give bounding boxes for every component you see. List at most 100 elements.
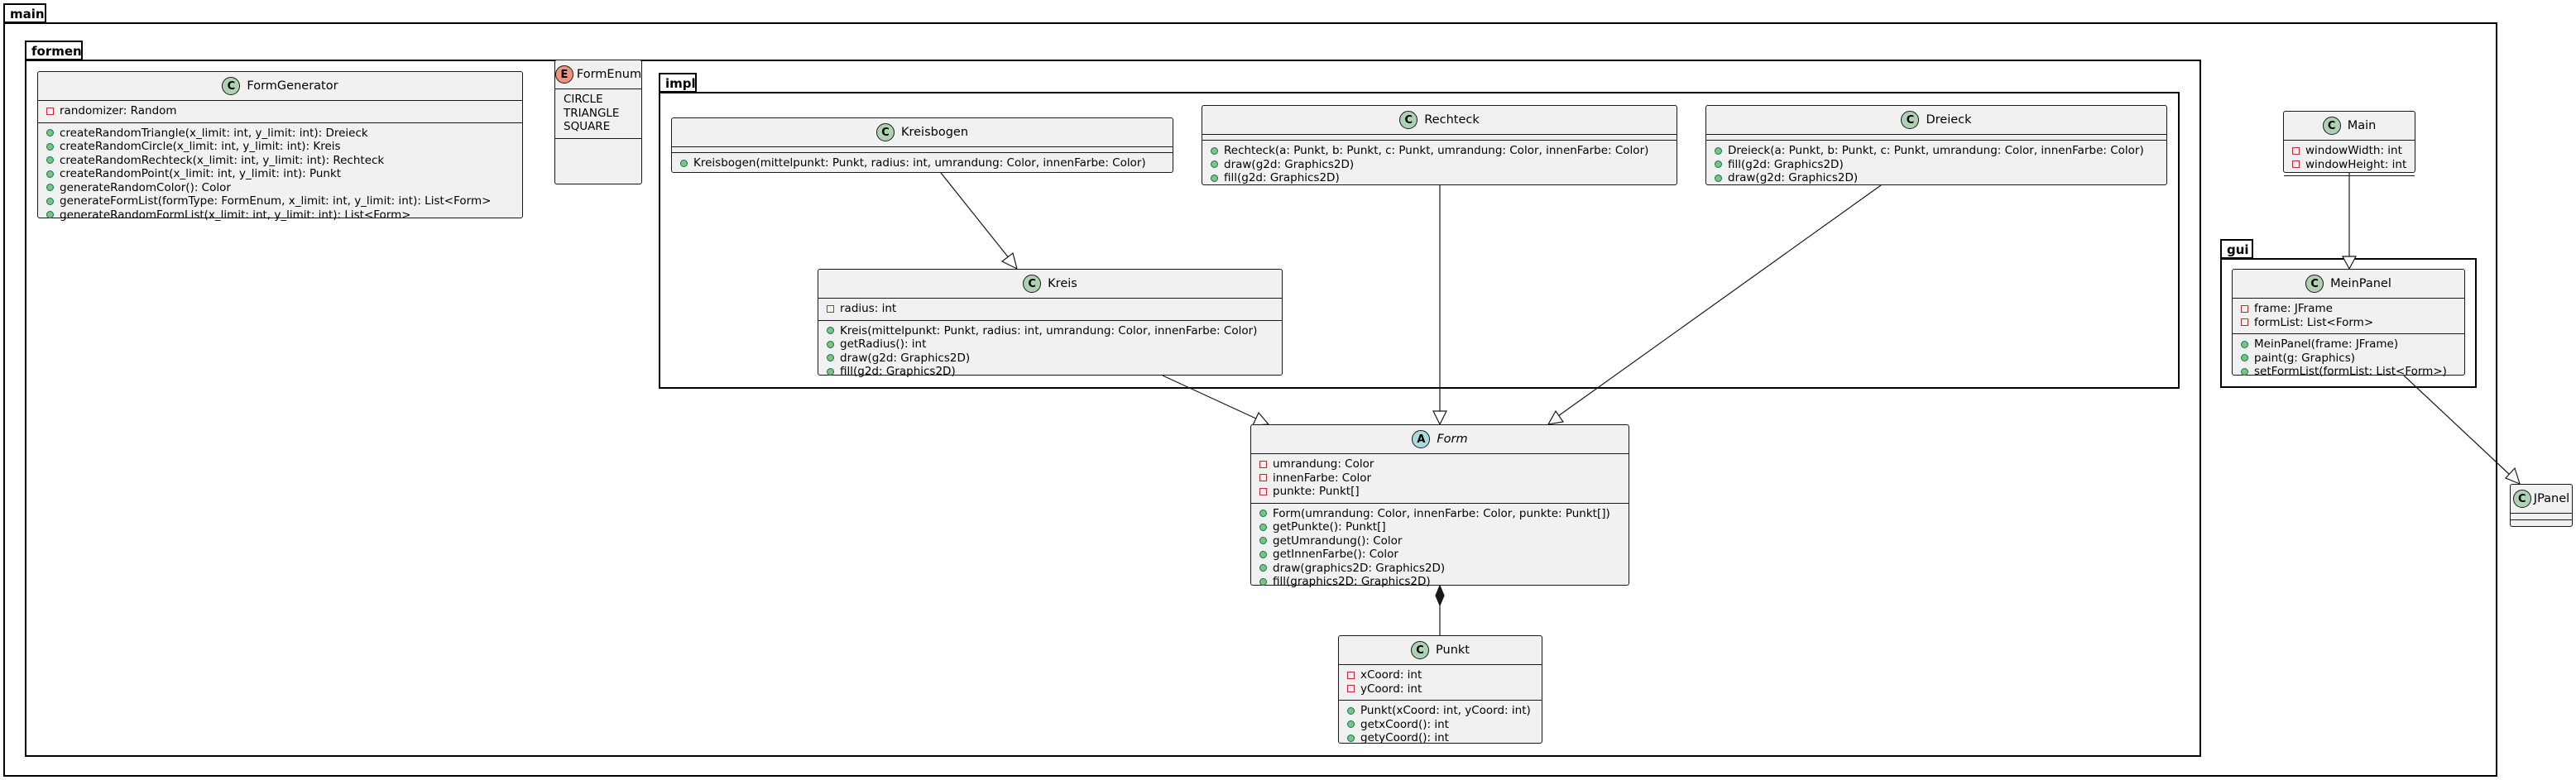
public-icon xyxy=(1347,720,1355,729)
class-formenum[interactable]: E FormEnum CIRCLE TRIANGLE SQUARE xyxy=(554,60,642,184)
empty-attributes-section xyxy=(2511,514,2572,520)
public-icon xyxy=(827,327,834,335)
private-icon xyxy=(1347,685,1355,693)
class-punkt[interactable]: C Punkt xCoord: int yCoord: int Punkt(xC… xyxy=(1338,635,1542,744)
method-row: Kreis(mittelpunkt: Punkt, radius: int, u… xyxy=(827,324,1275,338)
method-row: Form(umrandung: Color, innenFarbe: Color… xyxy=(1259,507,1622,521)
methods-section: Dreieck(a: Punkt, b: Punkt, c: Punkt, um… xyxy=(1706,141,2166,189)
public-icon xyxy=(46,211,54,219)
class-kreis[interactable]: C Kreis radius: int Kreis(mittelpunkt: P… xyxy=(818,269,1283,378)
attributes-section: windowWidth: int windowHeight: int xyxy=(2284,141,2415,176)
class-header: C FormGenerator xyxy=(38,72,522,101)
edge-meinpanel-jpanel xyxy=(2403,375,2511,476)
class-stereotype-icon: C xyxy=(222,77,241,95)
arrowhead-form-from-kreis xyxy=(1252,411,1270,426)
class-name: MeinPanel xyxy=(2330,277,2391,290)
class-stereotype-icon: C xyxy=(1023,275,1042,293)
private-icon xyxy=(2241,318,2248,327)
class-meinpanel[interactable]: C MeinPanel frame: JFrame formList: List… xyxy=(2232,269,2465,378)
method-row: draw(g2d: Graphics2D) xyxy=(827,352,1275,366)
class-name: Main xyxy=(2347,119,2377,132)
empty-section xyxy=(555,139,641,155)
private-icon xyxy=(1259,487,1267,495)
public-icon xyxy=(1211,160,1218,169)
method-row: createRandomPoint(x_limit: int, y_limit:… xyxy=(46,167,516,181)
empty-methods-section xyxy=(2511,520,2572,526)
class-stereotype-icon: C xyxy=(1411,641,1430,659)
empty-attributes-section xyxy=(1706,135,2166,141)
public-icon xyxy=(1211,174,1218,182)
abstract-stereotype-icon: A xyxy=(1412,430,1431,448)
attributes-section: xCoord: int yCoord: int xyxy=(1339,665,1542,701)
class-jpanel[interactable]: C JPanel xyxy=(2510,484,2573,527)
class-dreieck[interactable]: C Dreieck Dreieck(a: Punkt, b: Punkt, c:… xyxy=(1705,105,2167,185)
method-row: draw(graphics2D: Graphics2D) xyxy=(1259,562,1622,576)
class-stereotype-icon: C xyxy=(2512,490,2531,508)
enum-value: CIRCLE xyxy=(564,93,603,106)
attribute-row: xCoord: int xyxy=(1347,668,1535,682)
class-name: Rechteck xyxy=(1424,113,1480,127)
class-header: A Form xyxy=(1251,425,1629,454)
public-icon xyxy=(827,340,834,348)
methods-section: createRandomTriangle(x_limit: int, y_lim… xyxy=(38,123,522,227)
composition-diamond xyxy=(1435,584,1445,607)
class-name: Form xyxy=(1437,433,1468,446)
class-main[interactable]: C Main windowWidth: int windowHeight: in… xyxy=(2283,111,2415,176)
edge-kreis-form xyxy=(1162,375,1259,420)
class-header: C JPanel xyxy=(2511,485,2572,514)
arrowhead-form-from-dreieck xyxy=(1547,409,1565,425)
class-header: E FormEnum xyxy=(554,60,641,89)
enum-value: SQUARE xyxy=(564,120,611,133)
methods-section: Form(umrandung: Color, innenFarbe: Color… xyxy=(1251,504,1629,593)
class-formgenerator[interactable]: C FormGenerator randomizer: Random creat… xyxy=(37,71,523,222)
package-formen xyxy=(25,60,2201,757)
method-row: Dreieck(a: Punkt, b: Punkt, c: Punkt, um… xyxy=(1715,144,2160,158)
method-row: Kreisbogen(mittelpunkt: Punkt, radius: i… xyxy=(680,156,1166,170)
package-formen-label: formen xyxy=(31,44,82,59)
method-row: generateRandomFormList(x_limit: int, y_l… xyxy=(46,208,516,223)
package-main xyxy=(3,22,2497,777)
package-impl-tab: impl xyxy=(659,73,697,93)
attribute-row: formList: List<Form> xyxy=(2241,316,2458,330)
method-row: getUmrandung(): Color xyxy=(1259,534,1622,548)
method-row: generateFormList(formType: FormEnum, x_l… xyxy=(46,194,516,208)
public-icon xyxy=(827,367,834,376)
package-gui-label: gui xyxy=(2227,242,2249,257)
public-icon xyxy=(1347,734,1355,742)
private-icon xyxy=(1259,474,1267,482)
package-main-label: main xyxy=(10,7,45,22)
public-icon xyxy=(827,354,834,362)
public-icon xyxy=(1715,146,1722,155)
class-name: Kreisbogen xyxy=(900,126,969,139)
class-kreisbogen[interactable]: C Kreisbogen Kreisbogen(mittelpunkt: Pun… xyxy=(671,117,1173,173)
public-icon xyxy=(1715,160,1722,169)
method-row: fill(g2d: Graphics2D) xyxy=(1715,158,2160,172)
class-header: C MeinPanel xyxy=(2233,270,2464,299)
empty-attributes-section xyxy=(672,147,1173,153)
class-form[interactable]: A Form umrandung: Color innenFarbe: Colo… xyxy=(1250,424,1629,588)
method-row: createRandomRechteck(x_limit: int, y_lim… xyxy=(46,154,516,168)
attribute-row: windowWidth: int xyxy=(2292,144,2408,158)
package-gui-tab: gui xyxy=(2220,239,2253,259)
method-row: fill(g2d: Graphics2D) xyxy=(1211,171,1670,185)
public-icon xyxy=(1259,564,1267,572)
empty-methods-section xyxy=(2284,176,2415,179)
method-row: paint(g: Graphics) xyxy=(2241,352,2458,366)
method-row: Punkt(xCoord: int, yCoord: int) xyxy=(1347,704,1535,718)
private-icon xyxy=(2241,304,2248,313)
method-row: getInnenFarbe(): Color xyxy=(1259,548,1622,562)
class-rechteck[interactable]: C Rechteck Rechteck(a: Punkt, b: Punkt, … xyxy=(1202,105,1677,185)
class-header: C Rechteck xyxy=(1202,106,1677,135)
package-impl-label: impl xyxy=(665,76,696,91)
attribute-row: windowHeight: int xyxy=(2292,158,2408,172)
method-row: getyCoord(): int xyxy=(1347,731,1535,745)
arrowhead-kreis xyxy=(1000,251,1018,270)
private-icon xyxy=(827,304,834,313)
public-icon xyxy=(46,197,54,205)
public-icon xyxy=(1259,523,1267,531)
method-row: draw(g2d: Graphics2D) xyxy=(1211,158,1670,172)
method-row: draw(g2d: Graphics2D) xyxy=(1715,171,2160,185)
public-icon xyxy=(1259,550,1267,558)
private-icon xyxy=(1347,671,1355,679)
package-impl xyxy=(659,92,2180,389)
